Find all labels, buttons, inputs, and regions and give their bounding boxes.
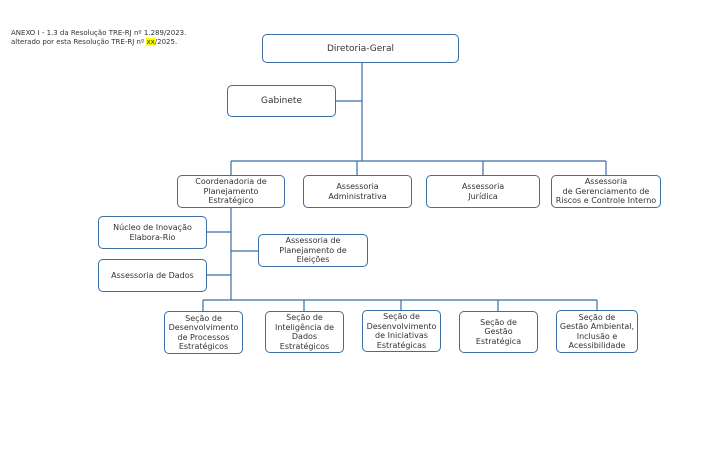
resolution-note-line2: alterado por esta Resolução TRE-RJ nº xx… bbox=[11, 38, 186, 47]
node-diretoria-geral: Diretoria-Geral bbox=[262, 34, 459, 63]
node-assessoria-riscos: Assessoria de Gerenciamento de Riscos e … bbox=[551, 175, 661, 208]
resolution-note-suffix: /2025. bbox=[154, 38, 178, 46]
node-gabinete: Gabinete bbox=[227, 85, 336, 117]
resolution-note-line1: ANEXO I - 1.3 da Resolução TRE-RJ nº 1.2… bbox=[11, 29, 187, 37]
node-assessoria-dados: Assessoria de Dados bbox=[98, 259, 207, 292]
node-assessoria-juridica: Assessoria Jurídica bbox=[426, 175, 540, 208]
node-secao-inteligencia: Seção de Inteligência de Dados Estratégi… bbox=[265, 311, 344, 353]
resolution-note: ANEXO I - 1.3 da Resolução TRE-RJ nº 1.2… bbox=[11, 29, 186, 47]
node-secao-ambiental: Seção de Gestão Ambiental, Inclusão e Ac… bbox=[556, 310, 638, 353]
node-secao-iniciativas: Seção de Desenvolvimento de Iniciativas … bbox=[362, 310, 441, 352]
node-secao-processos: Seção de Desenvolvimento de Processos Es… bbox=[164, 311, 243, 354]
resolution-note-prefix: alterado por esta Resolução TRE-RJ nº bbox=[11, 38, 147, 46]
node-nucleo-inovacao: Núcleo de Inovação Elabora-Rio bbox=[98, 216, 207, 249]
node-assessoria-administrativa: Assessoria Administrativa bbox=[303, 175, 412, 208]
node-assessoria-eleicoes: Assessoria de Planejamento de Eleições bbox=[258, 234, 368, 267]
node-secao-gestao: Seção de Gestão Estratégica bbox=[459, 311, 538, 353]
node-coordenadoria-planejamento: Coordenadoria de Planejamento Estratégic… bbox=[177, 175, 285, 208]
resolution-number-highlight: xx bbox=[146, 38, 155, 46]
